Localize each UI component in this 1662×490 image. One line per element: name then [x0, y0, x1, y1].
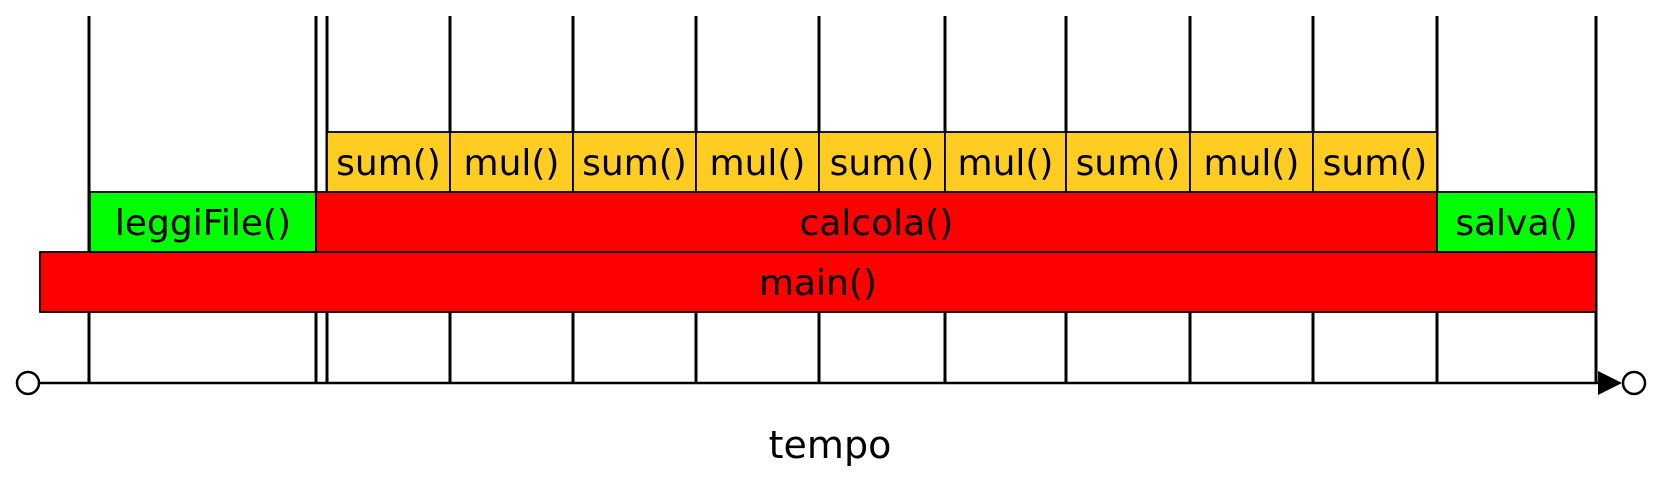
block-op-label: sum(): [336, 143, 441, 184]
block-op-label: mul(): [1204, 143, 1300, 184]
block-op-label: sum(): [1323, 143, 1428, 184]
block-calcola: calcola(): [315, 191, 1438, 253]
block-op-label: mul(): [464, 143, 560, 184]
block-op-label: sum(): [830, 143, 935, 184]
block-op: sum(): [1065, 131, 1191, 193]
axis-arrowhead-icon: [1598, 371, 1622, 395]
call-stack-blocks: main() leggiFile() calcola() salva() sum() mu…: [39, 131, 1597, 313]
block-op-box: [1065, 131, 1191, 193]
block-calcola-box: [315, 191, 1438, 253]
block-salva: salva(): [1436, 191, 1597, 253]
block-op-box: [944, 131, 1067, 193]
block-op: sum(): [818, 131, 946, 193]
block-leggifile: leggiFile(): [89, 191, 317, 253]
block-main-box: [39, 251, 1597, 313]
block-op-box: [818, 131, 946, 193]
block-op-label: sum(): [1076, 143, 1181, 184]
block-salva-box: [1436, 191, 1597, 253]
block-op-box: [572, 131, 697, 193]
block-op-box: [449, 131, 574, 193]
block-main-label: main(): [759, 263, 877, 304]
block-op-label: mul(): [710, 143, 806, 184]
axis-label: tempo: [769, 423, 892, 467]
block-op: sum(): [326, 131, 451, 193]
block-calcola-label: calcola(): [800, 203, 954, 244]
block-main: main(): [39, 251, 1597, 313]
block-op: sum(): [1312, 131, 1438, 193]
block-salva-label: salva(): [1455, 203, 1577, 244]
block-op: mul(): [695, 131, 820, 193]
block-op-box: [1312, 131, 1438, 193]
block-op: sum(): [572, 131, 697, 193]
block-op: mul(): [449, 131, 574, 193]
time-axis: tempo: [15, 370, 1647, 467]
block-leggifile-label: leggiFile(): [115, 203, 291, 244]
block-op: mul(): [1189, 131, 1314, 193]
block-op-label: mul(): [958, 143, 1054, 184]
axis-start-circle: [15, 370, 41, 396]
axis-end-circle: [1621, 370, 1647, 396]
block-op-box: [326, 131, 451, 193]
block-leggifile-box: [89, 191, 317, 253]
block-op: mul(): [944, 131, 1067, 193]
block-op-label: sum(): [582, 143, 687, 184]
